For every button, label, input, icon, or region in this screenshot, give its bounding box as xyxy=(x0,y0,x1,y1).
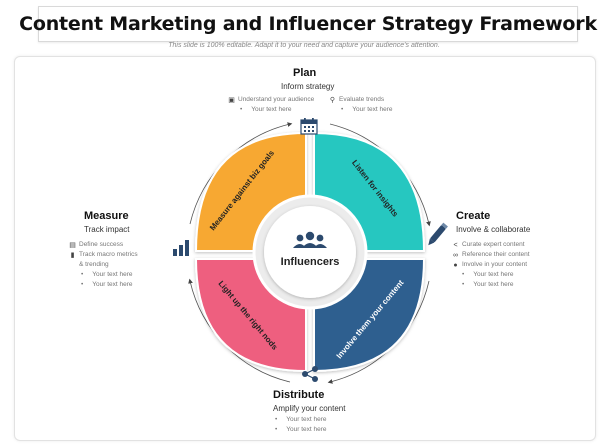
title-box: Content Marketing and Influencer Strateg… xyxy=(19,6,597,42)
stage-title-distribute: Distribute xyxy=(273,389,325,401)
create-detail-item: Involve in your content xyxy=(462,261,528,268)
bar-chart-icon xyxy=(173,240,189,256)
magnifier-icon: ⚲ xyxy=(329,96,336,104)
people-group-icon xyxy=(293,231,327,248)
create-details: < Curate expert content ∞ Reference their … xyxy=(452,240,530,290)
share-icon xyxy=(302,366,318,382)
plan-details-left: ▣Understand your audience Your text here xyxy=(228,95,314,115)
stage-title-plan: Plan xyxy=(293,67,317,79)
page-subtitle: This slide is 100% editable. Adapt it to… xyxy=(168,42,440,49)
measure-detail-item: Your text here xyxy=(92,281,133,288)
create-detail-item: Your text here xyxy=(473,271,514,278)
stage-subtitle-plan: Inform strategy xyxy=(281,82,335,91)
stage-subtitle-create: Involve & collaborate xyxy=(456,225,531,234)
distribute-details: Your text here Your text here xyxy=(273,415,327,435)
document-icon: ▤ xyxy=(69,241,76,249)
measure-detail-item: Your text here xyxy=(92,271,133,278)
stage-subtitle-distribute: Amplify your content xyxy=(273,404,346,413)
measure-detail-item: Define success xyxy=(79,241,124,248)
hub-circle xyxy=(264,206,356,298)
plan-detail-item: Your text here xyxy=(251,106,292,113)
stage-title-measure: Measure xyxy=(84,210,129,222)
plan-detail-item: Your text here xyxy=(352,106,393,113)
create-detail-item: Your text here xyxy=(473,281,514,288)
calendar-icon xyxy=(300,118,318,135)
measure-detail-item: Track macro metrics xyxy=(79,251,138,258)
distribute-detail-item: Your text here xyxy=(286,416,327,423)
share-small-icon: < xyxy=(453,241,458,249)
person-icon: ● xyxy=(453,261,458,269)
measure-details: ▤Define success ▮ Track macro metrics & t… xyxy=(69,240,138,290)
hub-label: Influencers xyxy=(281,256,340,268)
page-title: Content Marketing and Influencer Strateg… xyxy=(19,13,597,35)
person-card-icon: ▣ xyxy=(228,96,235,104)
stage-subtitle-measure: Track impact xyxy=(84,225,130,234)
pen-icon xyxy=(428,222,448,246)
plan-detail-item: Evaluate trends xyxy=(339,96,385,103)
create-detail-item: Reference their content xyxy=(462,251,530,258)
plan-details-right: ⚲Evaluate trends Your text here xyxy=(329,95,393,115)
distribute-detail-item: Your text here xyxy=(286,426,327,433)
link-icon: ∞ xyxy=(453,251,458,259)
measure-detail-item: & trending xyxy=(79,261,109,268)
bars-small-icon: ▮ xyxy=(70,251,75,259)
plan-detail-item: Understand your audience xyxy=(238,96,315,103)
stage-title-create: Create xyxy=(456,210,491,222)
create-detail-item: Curate expert content xyxy=(462,241,525,248)
